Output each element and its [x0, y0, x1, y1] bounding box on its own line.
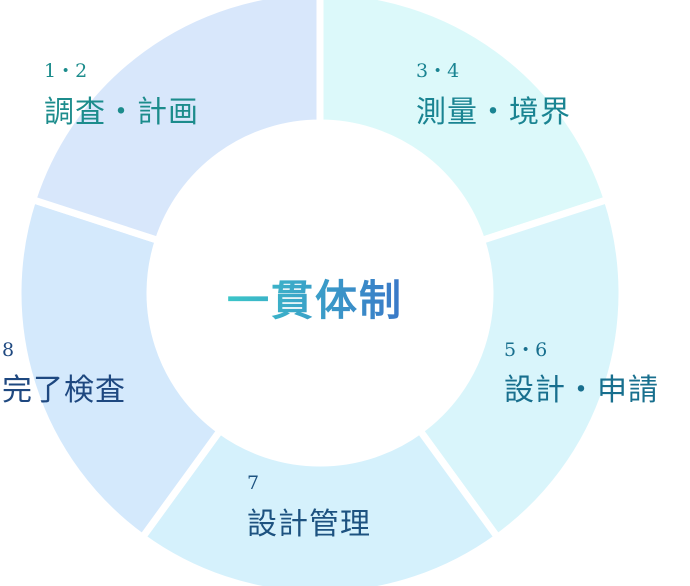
step-label: 測量・境界 — [416, 95, 571, 130]
step-design-management: 7 設計管理 — [247, 472, 371, 542]
step-number: 8 — [2, 339, 14, 361]
step-label: 設計・申請 — [504, 373, 659, 408]
step-number: 3・4 — [416, 60, 459, 82]
step-label: 設計管理 — [247, 507, 371, 542]
step-survey-plan: 1・2 調査・計画 — [44, 60, 199, 130]
segment-design-management — [14, 195, 225, 543]
segment-survey-plan — [316, 0, 612, 245]
step-label: 完了検査 — [2, 373, 126, 408]
step-number: 7 — [247, 472, 259, 494]
segment-completion-inspection — [28, 0, 324, 245]
segment-design-apply — [137, 425, 503, 586]
step-measure-boundary: 3・4 測量・境界 — [416, 60, 571, 130]
center-title: 一貫体制 — [227, 276, 403, 325]
step-number: 5・6 — [504, 339, 547, 361]
step-number: 1・2 — [44, 60, 87, 82]
segment-measure-boundary — [415, 195, 626, 543]
step-label: 調査・計画 — [44, 95, 199, 130]
step-completion-inspection: 8 完了検査 — [2, 339, 126, 408]
step-design-apply: 5・6 設計・申請 — [504, 339, 659, 408]
